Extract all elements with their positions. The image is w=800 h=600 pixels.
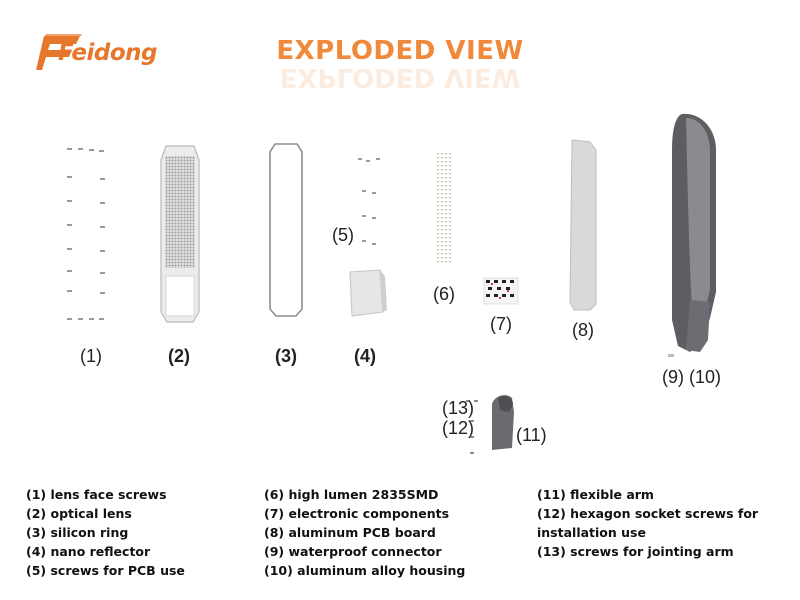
legend-item: installation use [537,525,646,540]
part-label-12: (12) [442,418,475,438]
legend-item: (4) nano reflector [26,544,151,559]
silicon-ring [269,143,303,317]
legend-item: (3) silicon ring [26,525,129,540]
legend-item: (11) flexible arm [537,487,654,502]
legend-column-2: (6) high lumen 2835SMD (7) electronic co… [264,485,465,580]
brand-logo: Feidong [36,30,158,78]
part-label-5: (5) [332,225,354,245]
part-label-3: (3) [275,346,297,366]
logo-text: Feidong [58,40,158,66]
legend-item: (8) aluminum PCB board [264,525,436,540]
smd-led-array [435,152,453,264]
exploded-view-illustration [67,113,716,454]
legend-item: (12) hexagon socket screws for [537,506,759,521]
legend-column-3: (11) flexible arm (12) hexagon socket sc… [537,485,758,561]
legend-item: (1) lens face screws [26,487,167,502]
aluminum-alloy-housing [672,113,716,353]
logo-mark-icon [36,34,82,70]
electronic-components [483,277,519,305]
aluminum-pcb-board [569,139,597,311]
flexible-arm [492,395,514,450]
part-label-7: (7) [490,314,512,334]
legend-item: (7) electronic components [264,506,450,521]
legend-item: (5) screws for PCB use [26,563,185,578]
arm-screws [466,400,478,454]
legend-item: (10) aluminum alloy housing [264,563,466,578]
waterproof-connector [668,354,674,357]
part-label-9-10: (9) (10) [662,367,722,387]
legend-item: (2) optical lens [26,506,132,521]
legend-column-1: (1) lens face screws (2) optical lens (3… [26,485,185,580]
part-label-11: (11) [516,425,547,445]
pcb-screws [358,158,380,245]
lens-face-screws [67,148,105,320]
part-label-13: (13) [442,398,475,418]
legend-item: (13) screws for jointing arm [537,544,734,559]
part-label-8: (8) [572,320,594,340]
legend-item: (9) waterproof connector [264,544,442,559]
part-label-6: (6) [433,284,455,304]
page-title: EXPLODED VIEW [276,36,524,66]
part-label-1: (1) [80,346,102,366]
part-label-2: (2) [168,346,190,366]
nano-reflector [349,269,387,317]
optical-lens [160,145,200,323]
legend-item: (6) high lumen 2835SMD [264,487,439,502]
part-label-4: (4) [354,346,376,366]
